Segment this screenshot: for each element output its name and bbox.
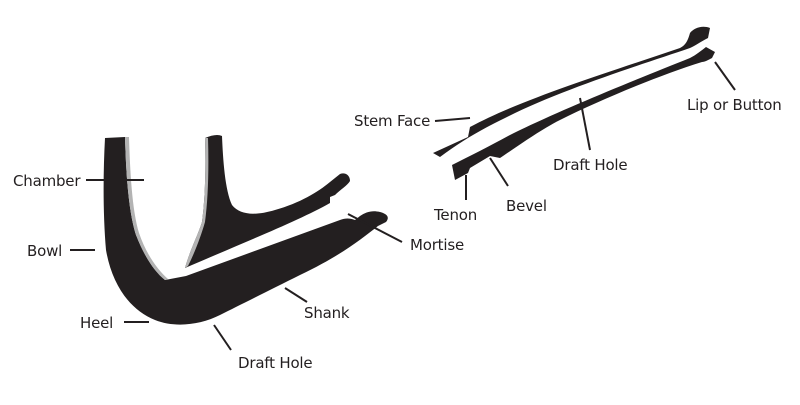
pipe-stem <box>433 26 715 180</box>
leader-bevel <box>489 157 509 187</box>
label-heel: Heel <box>80 314 113 332</box>
label-chamber: Chamber <box>13 172 81 190</box>
chamber-lining-right <box>185 138 209 268</box>
chamber-lining-left <box>125 137 168 280</box>
labels: Chamber Bowl Heel Draft Hole Shank Morti… <box>13 96 782 372</box>
label-draft-hole-stock: Draft Hole <box>238 354 312 372</box>
label-tenon: Tenon <box>433 206 477 224</box>
label-bowl: Bowl <box>27 242 62 260</box>
leader-stem-face <box>434 117 471 122</box>
stem-lower <box>452 47 715 180</box>
label-draft-hole-stem: Draft Hole <box>553 156 627 174</box>
label-bevel: Bevel <box>506 197 547 215</box>
label-mortise: Mortise <box>410 236 464 254</box>
pipe-stock <box>103 134 388 325</box>
leader-shank <box>284 287 308 303</box>
label-shank: Shank <box>304 304 350 322</box>
label-lip-or-button: Lip or Button <box>687 96 782 114</box>
leader-lip-or-button <box>714 61 736 91</box>
label-stem-face: Stem Face <box>354 112 430 130</box>
leader-draft-hole-stem <box>579 97 591 151</box>
bowl-front-and-shank-upper <box>185 134 350 268</box>
leader-lines <box>70 61 736 351</box>
bowl-and-shank-lower <box>103 137 388 325</box>
leader-mortise <box>347 213 403 243</box>
stem-upper <box>433 26 710 157</box>
leader-draft-hole-stock <box>213 324 232 351</box>
